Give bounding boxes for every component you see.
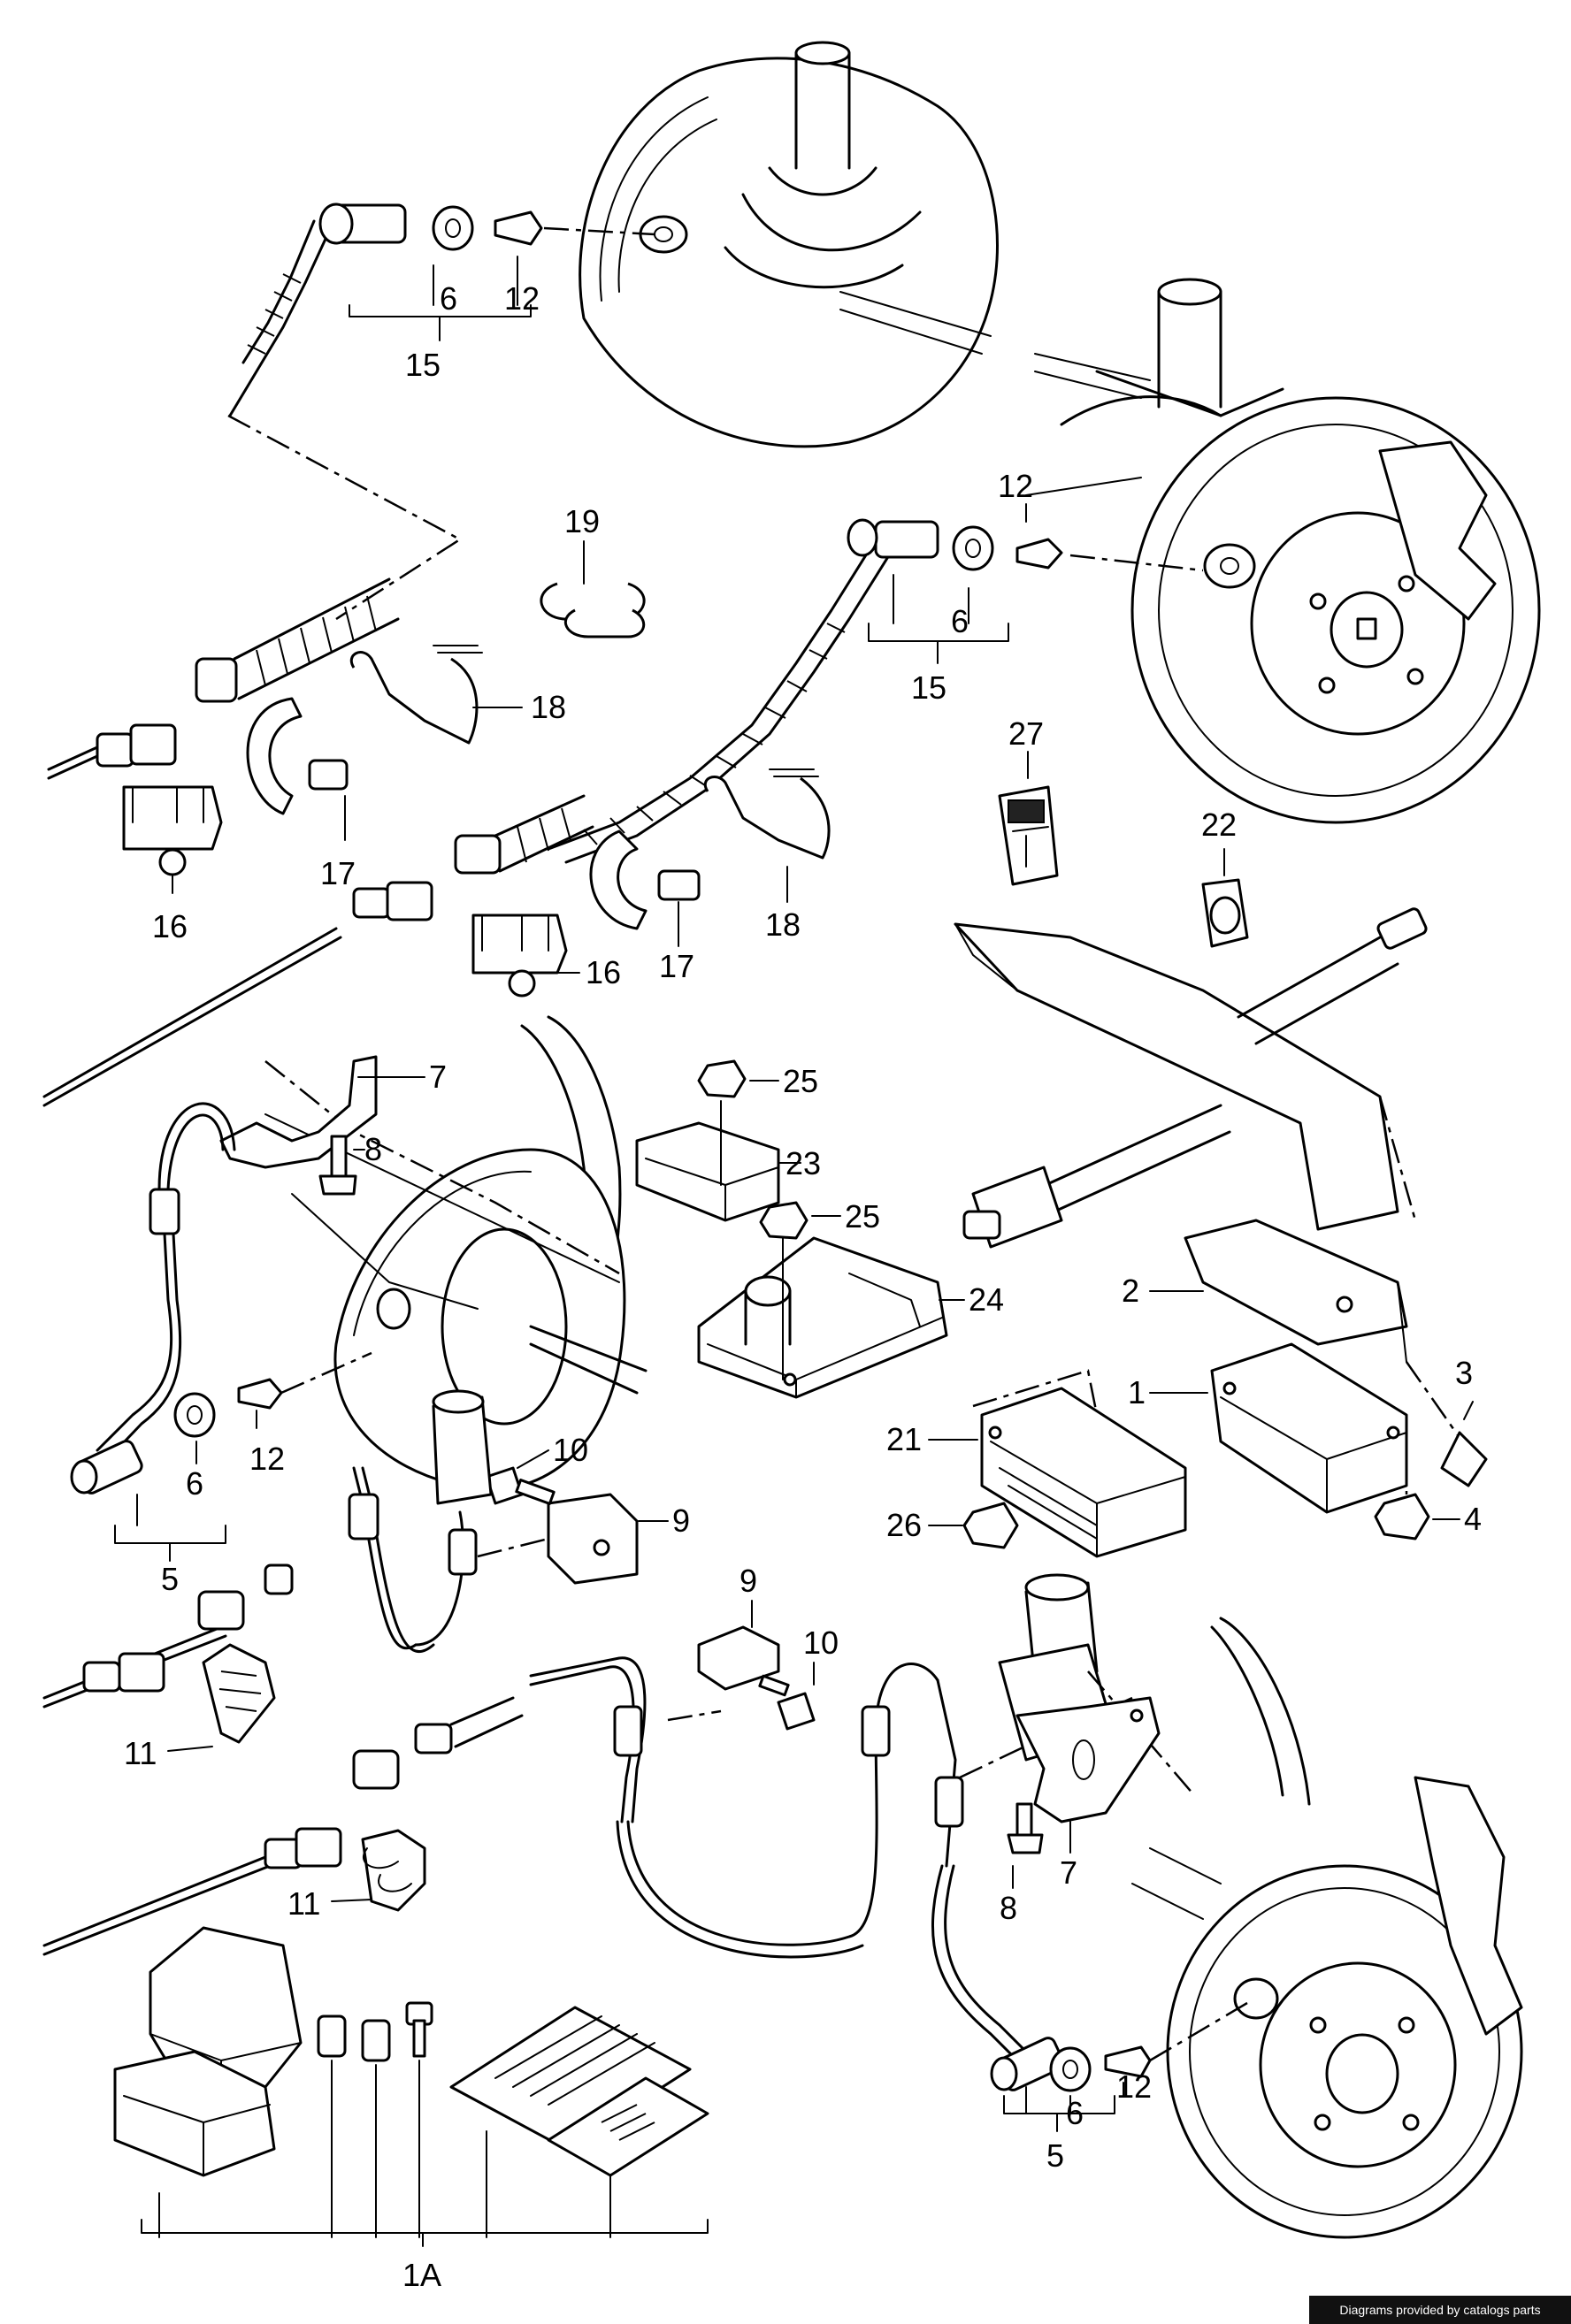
bolt-10-lower (758, 1662, 816, 1731)
clip-11-lower (331, 1829, 426, 1912)
leader-line (227, 414, 463, 621)
label-27: 27 (1008, 715, 1044, 752)
steering-column (954, 907, 1428, 1249)
label-6-left: 6 (186, 1465, 203, 1502)
label-12-lower: 12 (1116, 2068, 1152, 2105)
label-25-lower: 25 (845, 1198, 880, 1235)
label-6-upper: 6 (440, 280, 457, 317)
harness-center (42, 768, 831, 1107)
clip-11-upper (167, 1643, 276, 1752)
label-19: 19 (564, 503, 600, 539)
control-unit-24 (697, 1236, 965, 1399)
bracket-7-left (219, 1055, 425, 1169)
center-cables (42, 1389, 549, 1709)
label-5-left: 5 (161, 1561, 179, 1597)
label-16-center: 16 (586, 954, 621, 990)
label-9-lower: 9 (740, 1563, 757, 1599)
label-16-upper: 16 (152, 908, 188, 944)
label-23: 23 (786, 1145, 821, 1181)
label-4: 4 (1464, 1501, 1482, 1537)
label-18-center: 18 (765, 906, 801, 943)
label-12-right: 12 (998, 468, 1033, 504)
label-1: 1 (1128, 1374, 1146, 1410)
bolt-8-left (318, 1135, 365, 1196)
bracket-7-lower (1015, 1696, 1161, 1854)
label-22: 22 (1201, 807, 1237, 843)
label-21: 21 (886, 1421, 922, 1457)
label-6-right: 6 (951, 603, 969, 639)
label-7-left: 7 (429, 1059, 447, 1095)
label-5-lower: 5 (1046, 2137, 1064, 2174)
label-26: 26 (886, 1507, 922, 1543)
label-15-upper: 15 (405, 347, 441, 383)
label-10-upper: 10 (553, 1432, 588, 1468)
upper-wheel-hub (579, 41, 999, 448)
label-17-center: 17 (659, 948, 694, 984)
nut-4 (1374, 1459, 1460, 1540)
lower-cables (42, 1656, 1133, 2062)
attribution-footer: Diagrams provided by catalogs parts (1309, 2296, 1571, 2324)
label-7-lower: 7 (1060, 1854, 1077, 1891)
harness-left-upper (47, 577, 483, 876)
sensor-22 (1201, 848, 1249, 948)
label-24: 24 (969, 1281, 1004, 1318)
label-25-upper: 25 (783, 1063, 818, 1099)
switch-27 (998, 751, 1059, 886)
sensor-23 (635, 1100, 801, 1222)
label-10-lower: 10 (803, 1625, 839, 1661)
clip-19 (540, 540, 646, 638)
label-8-lower: 8 (1000, 1890, 1017, 1926)
label-6-lower: 6 (1066, 2095, 1084, 2131)
bracket-2 (1184, 1219, 1408, 1363)
lower-right-hub (998, 1573, 1523, 2239)
nut-26 (928, 1502, 1019, 1549)
nut-25-lower (759, 1201, 841, 1240)
control-module-21 (972, 1369, 1187, 1558)
bolt-3 (1405, 1361, 1488, 1487)
label-12-upper: 12 (504, 280, 540, 317)
nut-25-upper (697, 1059, 779, 1098)
wheel-speed-sensor-upper (228, 203, 655, 417)
label-3: 3 (1455, 1355, 1473, 1391)
label-9-upper: 9 (672, 1502, 690, 1539)
wheel-speed-sensor-lower (990, 2001, 1248, 2132)
label-17-upper: 17 (320, 855, 356, 891)
repair-kit-1A (113, 1926, 709, 2247)
label-12-left: 12 (249, 1441, 285, 1477)
label-15-right: 15 (911, 669, 946, 706)
bolt-8-lower (1007, 1802, 1044, 1889)
wheel-speed-sensor-left (70, 1102, 372, 1562)
left-rear-hub (264, 1015, 648, 1491)
bolt-10-upper (485, 1449, 556, 1505)
holder-9-upper (547, 1493, 669, 1585)
label-1A: 1A (402, 2257, 441, 2293)
holder-9-lower (697, 1600, 780, 1691)
control-module-1 (1210, 1342, 1408, 1514)
label-11-upper: 11 (124, 1735, 157, 1771)
right-front-hub (1025, 278, 1541, 824)
label-2: 2 (1122, 1273, 1139, 1309)
wheel-speed-sensor-right (547, 503, 1204, 864)
label-8-left: 8 (364, 1131, 382, 1167)
label-11-lower: 11 (287, 1885, 320, 1922)
label-18-upper: 18 (531, 689, 566, 725)
